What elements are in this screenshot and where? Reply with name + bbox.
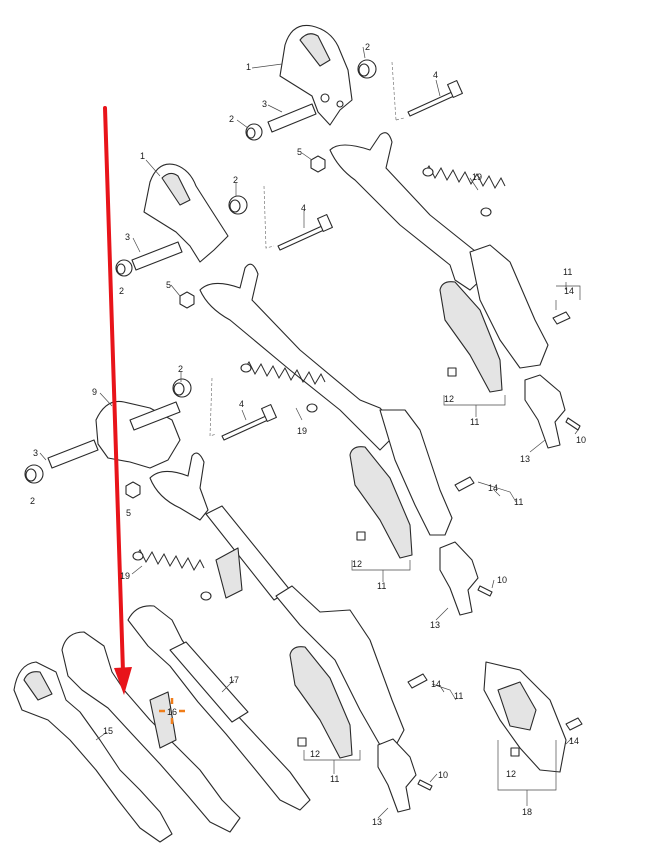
leader-lines <box>39 46 581 819</box>
callout: 5 <box>126 508 131 518</box>
callout: 11 <box>563 267 572 277</box>
callout: 11 <box>470 417 479 427</box>
callout: 2 <box>229 114 234 124</box>
assembly-bottom <box>13 605 583 843</box>
callout: 17 <box>229 675 239 685</box>
callout: 18 <box>522 807 532 817</box>
part-screw-10 <box>565 417 581 431</box>
part-bracket-1b <box>143 163 229 263</box>
callout: 3 <box>33 448 38 458</box>
callout: 12 <box>506 769 516 779</box>
assembly-middle-lower <box>24 361 433 813</box>
part-tube <box>205 505 291 601</box>
part-assembly-17 <box>61 631 241 833</box>
callout: 5 <box>297 147 302 157</box>
part-bracket-1 <box>279 24 353 126</box>
callout: 1 <box>246 62 251 72</box>
highlight-arrow <box>103 106 132 695</box>
callout: 10 <box>438 770 448 780</box>
callout: 19 <box>120 571 130 581</box>
callout: 5 <box>166 280 171 290</box>
callout: 11 <box>454 691 463 701</box>
callout: 4 <box>433 70 438 80</box>
callout: 13 <box>372 817 382 827</box>
callout: 3 <box>262 99 267 109</box>
callout: 2 <box>178 364 183 374</box>
callout: 13 <box>430 620 440 630</box>
part-bolt-4 <box>407 91 455 117</box>
target-marker-16 <box>159 698 185 724</box>
part-lever-arm-lower <box>149 452 209 521</box>
callout-labels: 1 2 3 2 4 5 19 1 2 3 2 4 5 11 14 12 11 1… <box>30 42 586 827</box>
callout: 2 <box>119 286 124 296</box>
callout: 2 <box>30 496 35 506</box>
part-clamp-body-top <box>469 244 549 369</box>
callout: 11 <box>377 581 386 591</box>
callout: 14 <box>564 286 574 296</box>
part-nut-5 <box>310 155 326 173</box>
callout: 14 <box>488 483 498 493</box>
callout: 2 <box>365 42 370 52</box>
callout: 13 <box>520 454 530 464</box>
callout: 11 <box>330 774 339 784</box>
part-lever-arm-mid <box>199 263 401 451</box>
callout: 2 <box>233 175 238 185</box>
callout: 15 <box>103 726 113 736</box>
callout: 9 <box>92 387 97 397</box>
callout: 11 <box>514 497 523 507</box>
part-bracket-1-face <box>299 33 331 67</box>
part-pin-3 <box>267 103 317 133</box>
callout: 12 <box>352 559 362 569</box>
callout: 1 <box>140 151 145 161</box>
assembly-top <box>245 24 581 449</box>
arrow-head <box>114 667 132 695</box>
callout: 14 <box>569 736 579 746</box>
part-jaw-13 <box>524 374 566 449</box>
callout: 19 <box>472 172 482 182</box>
callout: 16 <box>167 707 177 717</box>
callout: 19 <box>297 426 307 436</box>
callout: 3 <box>125 232 130 242</box>
callout: 4 <box>301 203 306 213</box>
callout: 4 <box>239 399 244 409</box>
callout: 12 <box>444 394 454 404</box>
callout: 14 <box>431 679 441 689</box>
part-lever-arm-top <box>329 132 501 291</box>
callout: 10 <box>576 435 586 445</box>
callout: 12 <box>310 749 320 759</box>
part-spring-19 <box>424 165 506 190</box>
callout: 10 <box>497 575 507 585</box>
assembly-middle-upper <box>115 163 493 616</box>
part-assembly-15 <box>13 661 173 843</box>
